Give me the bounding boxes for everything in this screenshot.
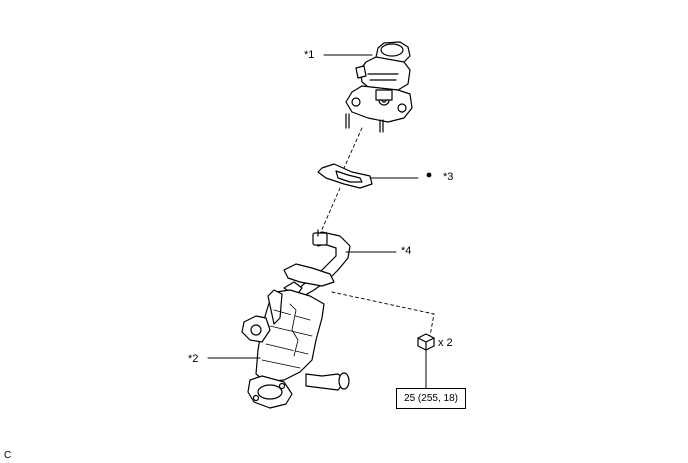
callout-4: *4 bbox=[401, 245, 412, 257]
bolt-quantity: x 2 bbox=[438, 337, 453, 349]
part-1-valve-assembly bbox=[345, 41, 413, 133]
callout-1: *1 bbox=[304, 49, 315, 61]
callout-3: *3 bbox=[443, 171, 454, 183]
torque-spec-box: 25 (255, 18) bbox=[396, 388, 466, 409]
assembly-dashed-lines bbox=[319, 127, 435, 337]
bolt-part bbox=[417, 333, 435, 351]
callout-2: *2 bbox=[188, 353, 199, 365]
leader-lines bbox=[207, 54, 427, 390]
part-3-gasket bbox=[317, 163, 373, 189]
part-4-pipe bbox=[283, 229, 351, 299]
part-2-cooler bbox=[241, 263, 350, 409]
illustration-code: C bbox=[4, 450, 12, 461]
bullet-icon bbox=[426, 172, 432, 178]
